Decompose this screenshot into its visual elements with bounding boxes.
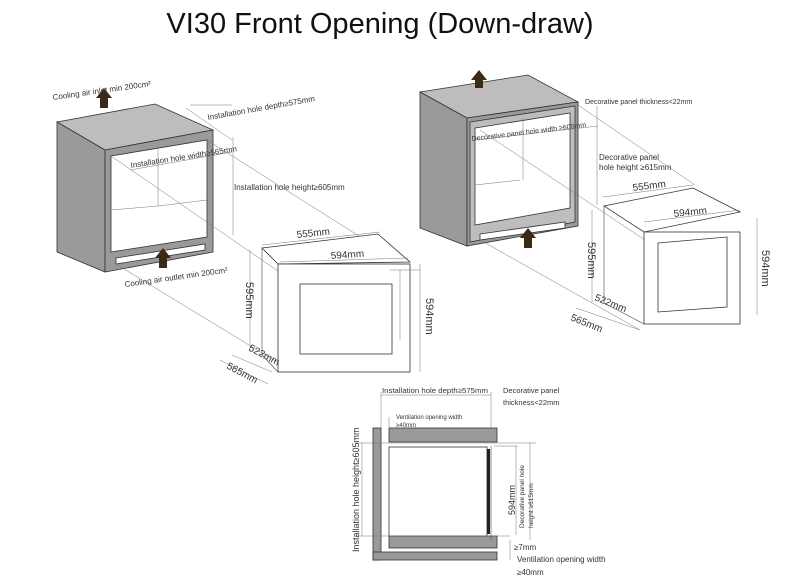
oven-window [657,236,728,313]
outlet-arrow-icon [520,228,536,248]
cabinet-top-wall [388,427,498,443]
left-cabinet: Cooling air inlet min 200cm² Cooling air… [52,79,401,371]
page-title: VI30 Front Opening (Down-draw) [166,8,594,40]
vent-top-label-2: ≥40mm [396,423,416,429]
vent-bottom-label-2: ≥40mm [517,568,544,577]
vent-top-label-1: Ventilation opening width [396,415,462,421]
outlet-arrow-icon [155,248,171,268]
inlet-arrow-icon [471,70,487,88]
oven-width-label: 594mm [330,249,364,262]
section-depth-label: Installation hole depth≥575mm [382,386,488,395]
panel-height-label-2: hole height ≥615mm [599,163,672,172]
panel-hole-label-2: height ≥615mm [528,483,535,528]
panel-thickness-label-2: thickness<22mm [503,398,559,407]
oven-base-inner-label: 522mm [247,343,282,368]
oven-height-left-label: 595mm [585,242,597,279]
oven-body [388,446,488,537]
oven-depth-label: 555mm [296,227,330,241]
vent-bottom-label-1: Ventilation opening width [517,555,606,564]
oven-window [299,283,393,355]
cabinet-opening [110,139,208,253]
right-cabinet: Decorative panel thickness<22mm Decorati… [418,70,696,331]
oven-top [602,187,742,233]
outlet-label: Cooling air outlet min 200cm² [124,266,229,289]
hole-height-label: Installation hole height≥605mm [351,427,361,552]
oven-top [261,233,412,265]
left-oven: 555mm 594mm 595mm 594mm 522mm 565mm [219,227,435,386]
cabinet-side [419,91,468,247]
oven-door [487,449,490,534]
oven-width-label: 594mm [673,206,707,220]
cabinet-bottom-shelf [388,535,498,549]
gap-label: ≥7mm [514,543,537,552]
right-oven: 555mm 594mm 595mm 594mm 522mm 565mm [390,179,771,340]
cabinet-opening [474,112,571,226]
panel-thickness-label-1: Decorative panel [503,386,560,395]
oven-base-outer-label: 565mm [225,361,260,386]
inlet-arrow-icon [96,88,112,108]
oven-height-label: 594mm [507,485,517,515]
oven-depth-label: 555mm [632,179,666,194]
cabinet-back-wall [372,427,382,561]
depth-label: Installation hole depth≥575mm [207,94,316,122]
section-view: Installation hole height≥605mm Installat… [351,386,606,577]
oven-height-right-label: 594mm [759,250,771,287]
panel-thickness-label: Decorative panel thickness<22mm [585,99,692,106]
height-label: Installation hole height≥605mm [234,183,345,192]
oven-base-inner-label: 522mm [593,293,628,316]
oven-height-left-label: 595mm [243,282,255,319]
cabinet-floor [372,551,498,561]
bottom-vent-slot [479,221,566,241]
panel-height-label-1: Decorative panel [599,153,659,162]
oven-height-right-label: 594mm [423,298,435,335]
panel-hole-label-1: Decorative panel hole [519,465,526,528]
